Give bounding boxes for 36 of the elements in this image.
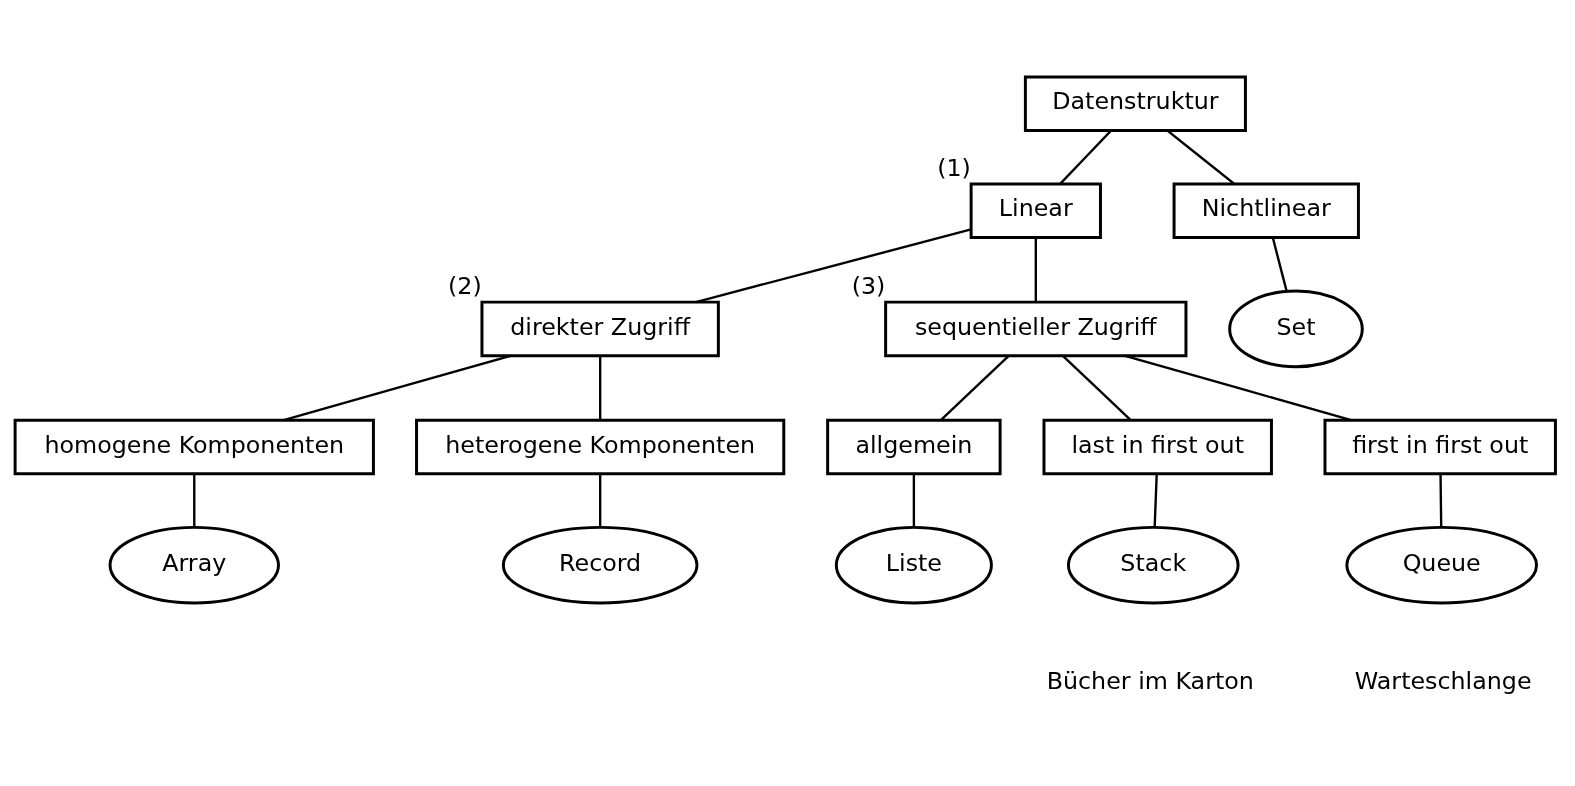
connector (695, 227, 972, 303)
node-ellipse: Queue (1345, 525, 1538, 604)
connector (1124, 354, 1352, 421)
connector (1062, 354, 1132, 421)
connector (940, 354, 1010, 421)
node-box: allgemein (826, 418, 1002, 475)
node-box: sequentieller Zugriff (884, 300, 1188, 357)
connector (912, 473, 916, 527)
node-ellipse: Stack (1066, 525, 1240, 604)
node-box: last in first out (1042, 418, 1273, 475)
connector (193, 473, 196, 527)
node-box: first in first out (1323, 418, 1557, 475)
connector (1059, 129, 1112, 185)
node-ellipse: Array (108, 525, 280, 604)
node-label: (3) (851, 271, 886, 300)
node-ellipse: Liste (834, 525, 993, 604)
connector (598, 473, 602, 527)
node-box: heterogene Komponenten (415, 418, 786, 475)
connector (1034, 237, 1037, 302)
connector (283, 354, 511, 421)
connector (1153, 473, 1158, 527)
node-box: direkter Zugriff (480, 300, 720, 357)
node-label: Warteschlange (1354, 666, 1532, 695)
node-ellipse: Set (1228, 289, 1364, 368)
connector (598, 355, 602, 420)
node-box: Datenstruktur (1023, 74, 1247, 132)
node-box: Nichtlinear (1172, 182, 1360, 239)
node-box: homogene Komponenten (13, 418, 375, 475)
node-label: (1) (937, 153, 971, 182)
connector (1439, 473, 1443, 527)
connector (1271, 237, 1288, 291)
node-label: Bücher im Karton (1046, 666, 1254, 695)
node-box: Linear (969, 182, 1102, 239)
connector (1167, 129, 1236, 185)
node-ellipse: Record (501, 525, 699, 604)
node-label: (2) (448, 271, 482, 300)
